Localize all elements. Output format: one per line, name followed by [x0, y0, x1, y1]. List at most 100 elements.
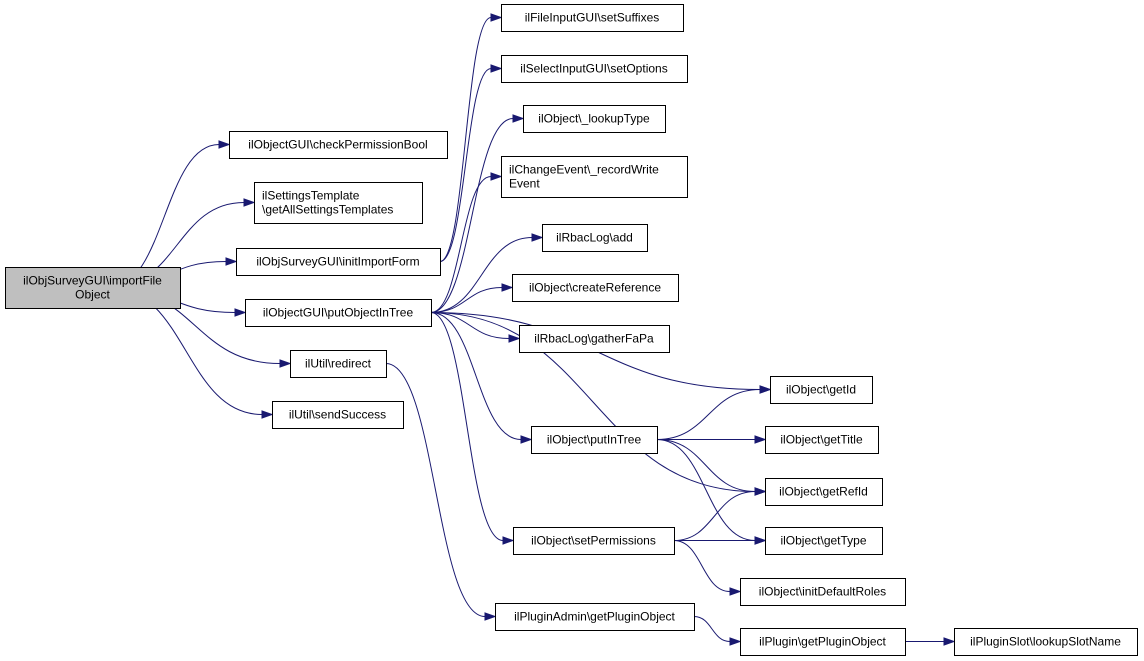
node-box-setSuffixes — [501, 4, 684, 32]
edge-putObjectInTree-putInTree — [430, 312, 522, 440]
node-label-getType: ilObject\getType — [780, 534, 866, 548]
node-label-getAllSettingsTemplates-line1: ilSettingsTemplate — [262, 189, 360, 203]
edge-root-checkPermissionBool — [109, 144, 220, 288]
node-label-getPluginObjectAdmin: ilPluginAdmin\getPluginObject — [514, 610, 675, 624]
edge-putObjectInTree-gatherFaPa — [430, 312, 510, 339]
node-label-rbacAdd: ilRbacLog\add — [556, 231, 633, 245]
node-label-getPluginObject: ilPlugin\getPluginObject — [759, 635, 886, 649]
node-checkPermissionBool[interactable]: ilObjectGUI\checkPermissionBool — [229, 131, 448, 159]
node-setSuffixes[interactable]: ilFileInputGUI\setSuffixes — [501, 4, 684, 32]
node-sendSuccess[interactable]: ilUtil\sendSuccess — [272, 401, 404, 429]
edge-setPermissions-initDefaultRoles — [673, 540, 731, 592]
node-gatherFaPa[interactable]: ilRbacLog\gatherFaPa — [519, 325, 670, 353]
node-getRefId[interactable]: ilObject\getRefId — [765, 478, 883, 506]
arrowhead-redirect-getPluginObjectAdmin — [484, 612, 497, 621]
node-box-getPluginObject — [740, 628, 906, 656]
node-initDefaultRoles[interactable]: ilObject\initDefaultRoles — [740, 578, 906, 606]
node-label-initImportForm: ilObjSurveyGUI\initImportForm — [256, 255, 419, 269]
node-getAllSettingsTemplates[interactable]: ilSettingsTemplate\getAllSettingsTemplat… — [254, 182, 423, 224]
node-lookupSlotName[interactable]: ilPluginSlot\lookupSlotName — [954, 628, 1138, 656]
node-label-checkPermissionBool: ilObjectGUI\checkPermissionBool — [248, 138, 427, 152]
edge-putInTree-getType — [656, 439, 756, 541]
node-box-getRefId — [765, 478, 883, 506]
node-label-putInTree: ilObject\putInTree — [547, 433, 642, 447]
node-label-gatherFaPa: ilRbacLog\gatherFaPa — [534, 332, 654, 346]
edge-putObjectInTree-lookupType — [430, 118, 514, 313]
node-rbacAdd[interactable]: ilRbacLog\add — [542, 224, 648, 252]
edge-initImportForm-setSuffixes — [439, 17, 492, 262]
node-label-lookupSlotName: ilPluginSlot\lookupSlotName — [970, 635, 1121, 649]
node-getPluginObjectAdmin[interactable]: ilPluginAdmin\getPluginObject — [495, 603, 695, 631]
edge-getPluginObjectAdmin-getPluginObject — [693, 616, 731, 642]
node-label-setPermissions: ilObject\setPermissions — [531, 534, 656, 548]
node-label-putObjectInTree: ilObjectGUI\putObjectInTree — [263, 306, 414, 320]
node-label-setSuffixes: ilFileInputGUI\setSuffixes — [525, 11, 660, 25]
arrowhead-putObjectInTree-setPermissions — [502, 536, 515, 545]
node-box-getTitle — [765, 426, 879, 454]
node-box-setOptions — [501, 55, 688, 83]
edge-putObjectInTree-setPermissions — [430, 312, 504, 541]
arrowhead-setPermissions-getType — [754, 536, 767, 545]
edge-putObjectInTree-createReference — [430, 287, 503, 313]
node-label-sendSuccess: ilUtil\sendSuccess — [289, 408, 386, 422]
node-lookupType[interactable]: ilObject\_lookupType — [523, 105, 666, 133]
edge-redirect-getPluginObjectAdmin — [385, 363, 486, 617]
node-label-redirect: ilUtil\redirect — [305, 357, 372, 371]
arrowhead-initImportForm-setOptions — [490, 64, 503, 73]
edge-putInTree-getId — [656, 389, 761, 440]
node-label-recordWriteEvent-line2: Event — [509, 177, 540, 191]
arrowhead-putInTree-getTitle — [754, 435, 767, 444]
node-box-setPermissions — [513, 527, 675, 555]
arrowhead-setPermissions-getRefId — [754, 487, 767, 496]
node-setOptions[interactable]: ilSelectInputGUI\setOptions — [501, 55, 688, 83]
node-box-gatherFaPa — [519, 325, 670, 353]
node-box-redirect — [290, 350, 387, 378]
node-getType[interactable]: ilObject\getType — [765, 527, 883, 555]
node-putInTree[interactable]: ilObject\putInTree — [531, 426, 658, 454]
node-putObjectInTree[interactable]: ilObjectGUI\putObjectInTree — [245, 299, 432, 327]
edge-initImportForm-setOptions — [439, 68, 492, 262]
node-label-lookupType: ilObject\_lookupType — [538, 112, 650, 126]
arrowhead-getPluginObjectAdmin-getPluginObject — [729, 637, 742, 646]
node-setPermissions[interactable]: ilObject\setPermissions — [513, 527, 675, 555]
node-box-sendSuccess — [272, 401, 404, 429]
node-label-getAllSettingsTemplates-line2: \getAllSettingsTemplates — [262, 203, 393, 217]
node-label-root-line1: ilObjSurveyGUI\importFile — [23, 274, 162, 288]
node-label-getRefId: ilObject\getRefId — [779, 485, 868, 499]
arrowhead-root-checkPermissionBool — [218, 140, 231, 149]
node-box-getAllSettingsTemplates — [254, 182, 423, 224]
node-label-getTitle: ilObject\getTitle — [780, 433, 863, 447]
arrowhead-root-redirect — [279, 359, 292, 368]
arrowhead-initImportForm-setSuffixes — [490, 13, 503, 22]
node-label-getId: ilObject\getId — [786, 383, 856, 397]
edge-setPermissions-getRefId — [673, 491, 756, 541]
node-box-checkPermissionBool — [229, 131, 448, 159]
edge-putObjectInTree-getRefId — [430, 312, 756, 492]
node-box-lookupSlotName — [954, 628, 1138, 656]
node-box-recordWriteEvent — [501, 156, 688, 198]
node-box-initImportForm — [236, 248, 441, 276]
node-box-rbacAdd — [542, 224, 648, 252]
node-getTitle[interactable]: ilObject\getTitle — [765, 426, 879, 454]
node-box-putObjectInTree — [245, 299, 432, 327]
call-edges — [109, 13, 956, 646]
node-getId[interactable]: ilObject\getId — [770, 376, 873, 404]
node-label-initDefaultRoles: ilObject\initDefaultRoles — [759, 585, 886, 599]
node-redirect[interactable]: ilUtil\redirect — [290, 350, 387, 378]
node-box-lookupType — [523, 105, 666, 133]
arrowhead-setPermissions-initDefaultRoles — [729, 587, 742, 596]
node-getPluginObject[interactable]: ilPlugin\getPluginObject — [740, 628, 906, 656]
node-box-createReference — [512, 274, 679, 302]
node-createReference[interactable]: ilObject\createReference — [512, 274, 679, 302]
node-box-initDefaultRoles — [740, 578, 906, 606]
edge-putObjectInTree-rbacAdd — [430, 237, 533, 313]
node-box-getPluginObjectAdmin — [495, 603, 695, 631]
arrowhead-putObjectInTree-recordWriteEvent — [490, 172, 503, 181]
node-box-getType — [765, 527, 883, 555]
arrowhead-putObjectInTree-gatherFaPa — [508, 334, 521, 343]
node-initImportForm[interactable]: ilObjSurveyGUI\initImportForm — [236, 248, 441, 276]
arrowhead-root-initImportForm — [225, 257, 238, 266]
